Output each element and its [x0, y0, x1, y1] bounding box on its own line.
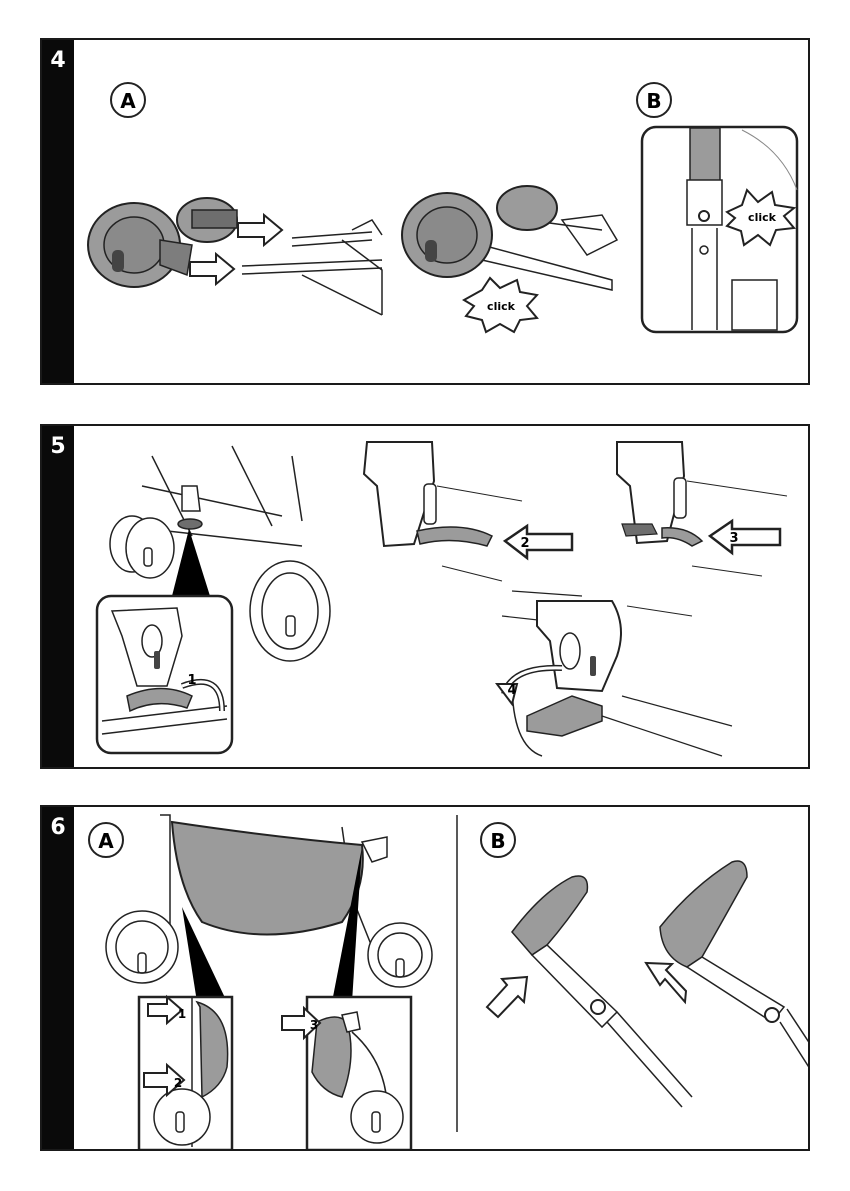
insert-arrow-upper — [238, 215, 282, 245]
fabric-marker-2: 2 — [174, 1076, 182, 1090]
pedal-marker-2: 2 — [520, 536, 529, 551]
handle-right — [646, 861, 810, 1072]
step-6-part-a-text: A — [98, 829, 114, 853]
step-4-panel: 4 A B — [40, 38, 810, 385]
step-6-label-b: B — [481, 823, 515, 857]
step-6-illustration: A B — [42, 807, 810, 1151]
step-4-part-b-text: B — [646, 89, 661, 113]
step-5-illustration: 1 2 3 — [42, 426, 810, 769]
click-text-a: click — [487, 300, 516, 313]
wheel-attached — [402, 186, 617, 290]
detail-right: 3 — [282, 997, 411, 1150]
pedal-push-2: 2 — [364, 442, 572, 581]
step-6-panel: 6 A B — [40, 805, 810, 1151]
brake-detail-box: 1 — [97, 596, 232, 753]
zoom-wedge — [172, 529, 210, 596]
step-5-panel: 5 1 — [40, 424, 810, 769]
pedal-push-3: 3 — [617, 442, 787, 576]
click-burst-a: click — [464, 278, 537, 332]
pedal-marker-4: 4 — [507, 683, 516, 698]
fabric-marker-1: 1 — [178, 1007, 186, 1021]
brake-marker-1: 1 — [187, 673, 196, 688]
fabric-marker-3: 3 — [310, 1018, 318, 1032]
click-text-b: click — [748, 211, 777, 224]
step-6-part-b-text: B — [490, 829, 505, 853]
step-4-label-a: A — [111, 83, 145, 117]
step-4-illustration: A B — [42, 40, 810, 385]
stroller-fabric — [106, 815, 432, 987]
step-4-part-a-text: A — [120, 89, 136, 113]
pedal-marker-3: 3 — [729, 531, 738, 546]
step-4-label-b: B — [637, 83, 671, 117]
detail-left: 1 2 — [139, 997, 232, 1150]
pedal-rotate-4: 4 — [497, 591, 732, 756]
step-6-label-a: A — [89, 823, 123, 857]
handle-left — [487, 876, 692, 1107]
insert-arrow-lower — [190, 254, 234, 284]
